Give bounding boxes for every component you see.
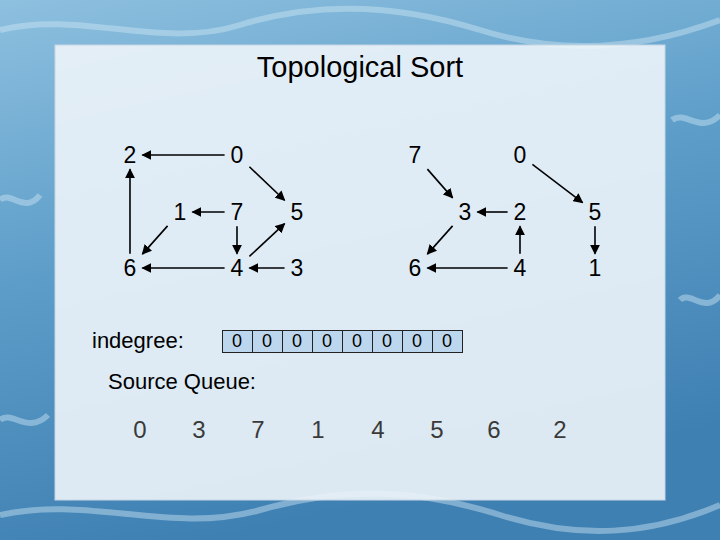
graph-edge (594, 226, 596, 254)
indegree-cell: 0 (372, 330, 403, 353)
queue-entry: 2 (553, 416, 566, 444)
vertex-number: 3 (291, 255, 304, 281)
graph-edge (236, 226, 238, 254)
indegree-cell: 0 (312, 330, 343, 353)
graph-vertex: 5 (285, 198, 310, 226)
row-label: Source Queue: (108, 369, 256, 394)
vertex-number: 0 (231, 142, 244, 168)
graph-vertex: 0 (508, 141, 533, 169)
row-label: indegree: (92, 328, 184, 353)
graph-edge (142, 267, 224, 269)
vertex-number: 6 (124, 255, 137, 281)
graph-vertex: 3 (453, 198, 478, 226)
graph-edge (192, 211, 224, 213)
vertex-number: 1 (589, 255, 602, 281)
graph-vertex: 4 (225, 254, 250, 282)
vertex-number: 7 (409, 142, 422, 168)
ripple (0, 195, 40, 203)
graph-edge (427, 267, 507, 269)
graph-vertex: 7 (225, 198, 250, 226)
content-panel (55, 45, 665, 500)
indegree-cell: 0 (432, 330, 463, 353)
vertex-number: 3 (459, 199, 472, 225)
vertex-number: 4 (514, 255, 527, 281)
graph-vertex: 6 (118, 254, 143, 282)
graph-edge (129, 169, 131, 254)
vertex-number: 7 (231, 199, 244, 225)
indegree-cell: 0 (222, 330, 253, 353)
graph-edge (249, 224, 284, 257)
indegree-cell: 0 (282, 330, 313, 353)
graph-vertex: 5 (583, 198, 608, 226)
queue-entry: 7 (251, 416, 264, 444)
ripple (680, 295, 720, 303)
graph-vertex: 7 (403, 141, 428, 169)
graph-vertex: 3 (285, 254, 310, 282)
graph-edge (142, 154, 224, 156)
ripple (0, 415, 48, 423)
graph-edge (249, 267, 284, 269)
graph-edge (427, 169, 452, 198)
graph-edge (142, 226, 167, 254)
vertex-number: 5 (589, 199, 602, 225)
queue-entry: 0 (133, 416, 146, 444)
graph-vertex: 2 (118, 141, 143, 169)
vertex-number: 6 (409, 255, 422, 281)
vertex-number: 1 (174, 199, 187, 225)
graph-edge (519, 226, 521, 254)
vertex-number: 5 (291, 199, 304, 225)
graph-edge (427, 226, 452, 254)
graph-edge (249, 167, 284, 200)
graph-vertex: 1 (583, 254, 608, 282)
queue-entry: 5 (430, 416, 443, 444)
slide-title: Topological Sort (257, 51, 463, 84)
ripple (672, 115, 720, 123)
graph-vertex: 0 (225, 141, 250, 169)
indegree-cell: 0 (342, 330, 373, 353)
graph-edge (532, 164, 582, 202)
graph-vertex: 4 (508, 254, 533, 282)
vertex-number: 4 (231, 255, 244, 281)
queue-entry: 6 (487, 416, 500, 444)
water-ripples (0, 9, 720, 531)
indegree-cell: 0 (252, 330, 283, 353)
graph-edge (477, 211, 507, 213)
vertex-number: 0 (514, 142, 527, 168)
ripple (0, 9, 720, 46)
graph-vertex: 1 (168, 198, 193, 226)
vertex-number: 2 (514, 199, 527, 225)
graph-vertex: 6 (403, 254, 428, 282)
indegree-cell: 0 (402, 330, 433, 353)
queue-entry: 3 (192, 416, 205, 444)
queue-entry: 4 (371, 416, 384, 444)
vertex-number: 2 (124, 142, 137, 168)
queue-entry: 1 (311, 416, 324, 444)
graph-vertex: 2 (508, 198, 533, 226)
